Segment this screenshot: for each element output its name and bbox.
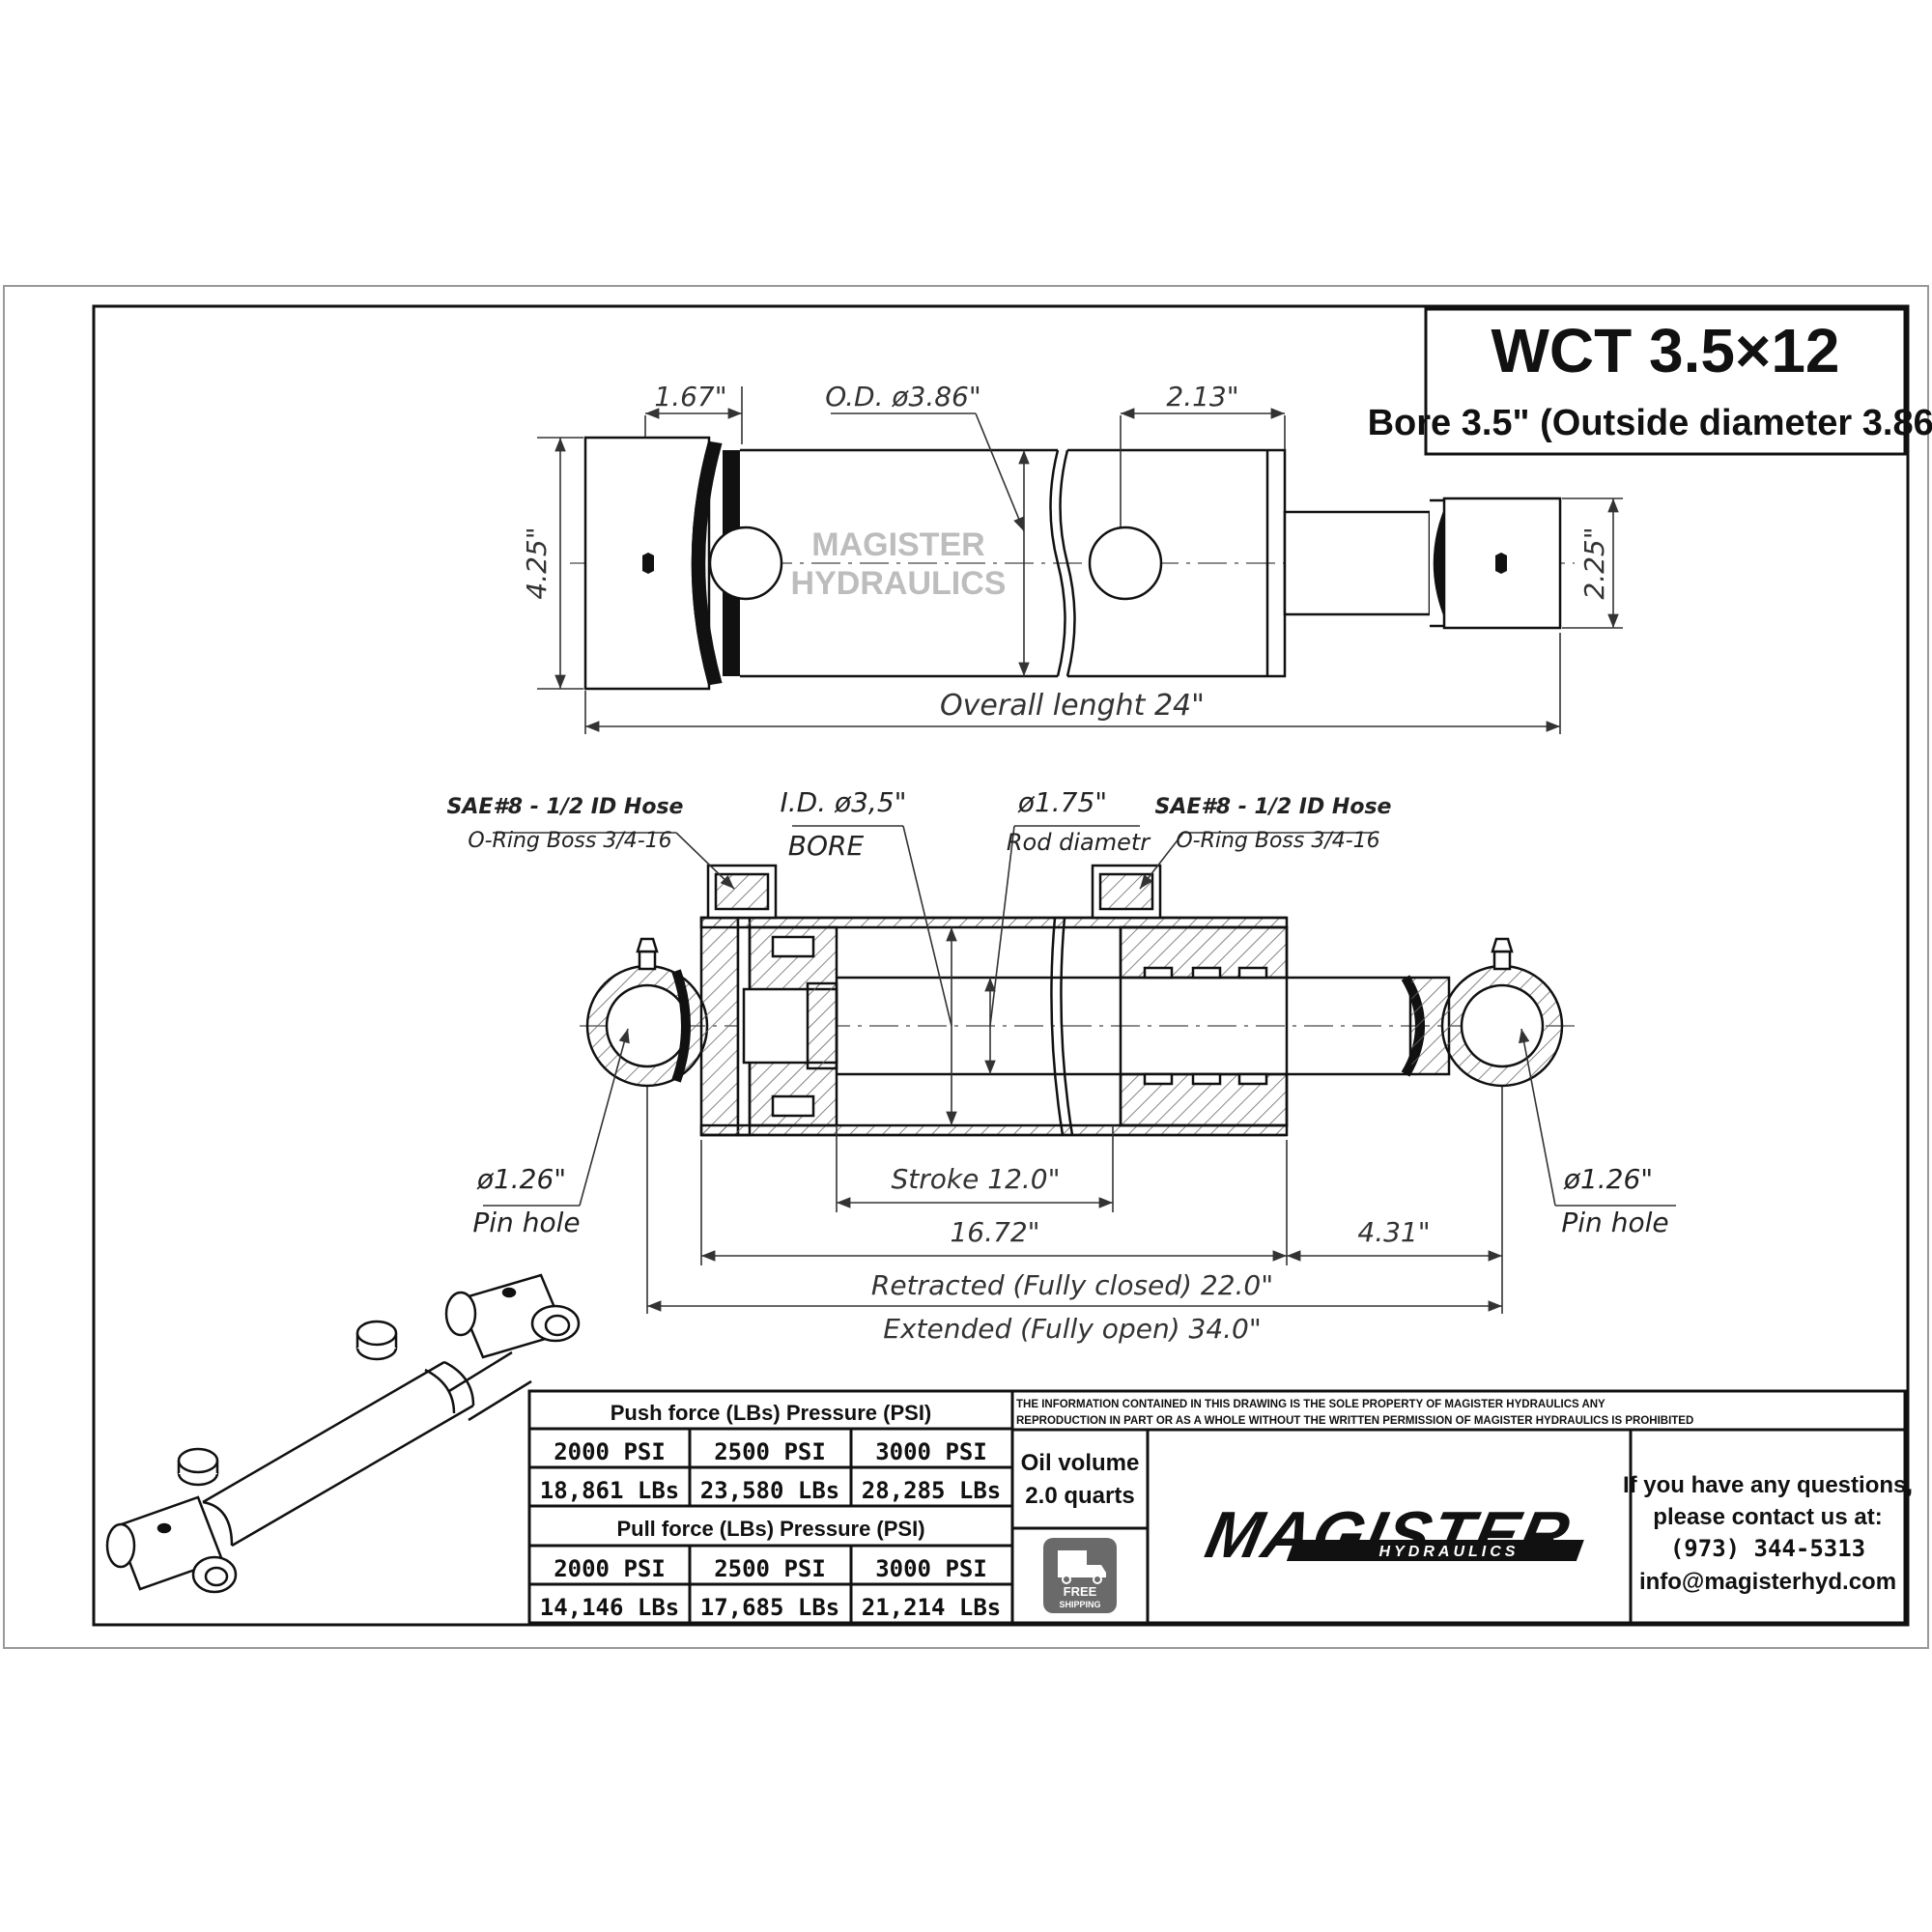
bore-label: BORE <box>788 830 865 862</box>
model-subtitle: Bore 3.5" (Outside diameter 3.86") <box>1368 403 1932 443</box>
push-force-2500: 23,580 LBs <box>700 1477 840 1504</box>
model-title: WCT 3.5×12 <box>1491 316 1839 385</box>
pull-force-header: Pull force (LBs) Pressure (PSI) <box>616 1517 924 1541</box>
bore-id-dim: I.D. ø3,5" <box>780 786 906 818</box>
rod-dim: ø1.75" <box>1017 786 1107 818</box>
push-force-3000: 28,285 LBs <box>862 1477 1002 1504</box>
port-right-thread: O-Ring Boss 3/4-16 <box>1176 829 1379 853</box>
pull-force-2000: 14,146 LBs <box>540 1594 680 1621</box>
watermark-line1: MAGISTER <box>811 526 984 563</box>
pull-pressure-2500: 2500 PSI <box>714 1555 826 1582</box>
badge-line2: SHIPPING <box>1059 1600 1100 1609</box>
dim-height: 4.25" <box>521 526 553 599</box>
rod-extension-dim: 4.31" <box>1357 1216 1430 1248</box>
force-tables <box>527 1389 1907 1625</box>
title-block: WCT 3.5×12 Bore 3.5" (Outside diameter 3… <box>1368 307 1932 456</box>
push-force-2000: 18,861 LBs <box>540 1477 680 1504</box>
top-view-dimensions <box>537 386 1623 734</box>
pin-left-dim: ø1.26" <box>476 1163 566 1195</box>
magister-logo: MAGISTER HYDRAULICS <box>1200 1498 1584 1572</box>
isometric-sketch <box>105 1273 581 1594</box>
pull-force-2500: 17,685 LBs <box>700 1594 840 1621</box>
port-left-spec: SAE#8 - 1/2 ID Hose <box>447 795 684 819</box>
pin-right-label: Pin hole <box>1561 1207 1668 1238</box>
oil-volume-value: 2.0 quarts <box>1025 1483 1134 1509</box>
notice-line2: REPRODUCTION IN PART OR AS A WHOLE WITHO… <box>1016 1415 1693 1427</box>
pull-force-3000: 21,214 LBs <box>862 1594 1002 1621</box>
pull-pressure-2000: 2000 PSI <box>554 1555 666 1582</box>
push-force-header: Push force (LBs) Pressure (PSI) <box>611 1401 932 1425</box>
port-right-spec: SAE#8 - 1/2 ID Hose <box>1155 795 1392 819</box>
notice-line1: THE INFORMATION CONTAINED IN THIS DRAWIN… <box>1016 1399 1605 1410</box>
pin-right-dim: ø1.26" <box>1563 1163 1653 1195</box>
push-pressure-2000: 2000 PSI <box>554 1438 666 1465</box>
free-shipping-badge: FREE SHIPPING <box>1043 1538 1117 1613</box>
port-left-thread: O-Ring Boss 3/4-16 <box>468 829 671 853</box>
dim-outside-diameter: O.D. ø3.86" <box>825 381 981 412</box>
outer-frame <box>3 285 1929 1649</box>
badge-line1: FREE <box>1064 1584 1097 1599</box>
contact-line2: please contact us at: <box>1653 1504 1882 1530</box>
pull-pressure-3000: 3000 PSI <box>875 1555 987 1582</box>
dim-pin-offset: 2.13" <box>1166 381 1238 412</box>
pin-left-label: Pin hole <box>472 1207 580 1238</box>
contact-line1: If you have any questions, <box>1623 1472 1913 1498</box>
drawing-border <box>92 304 1910 1627</box>
watermark-line2: HYDRAULICS <box>791 565 1007 602</box>
rod-label: Rod diametr <box>1007 829 1151 856</box>
logo-sub: HYDRAULICS <box>1379 1544 1520 1560</box>
top-view <box>570 436 1575 691</box>
dim-overall-length: Overall lenght 24" <box>940 689 1205 723</box>
oil-volume-label: Oil volume <box>1021 1450 1140 1476</box>
contact-phone[interactable]: (973) 344-5313 <box>1670 1535 1865 1562</box>
stroke-dim: Stroke 12.0" <box>892 1163 1061 1195</box>
extended-length: Extended (Fully open) 34.0" <box>883 1313 1261 1345</box>
section-dimensions <box>483 825 1676 1314</box>
dim-rod-end-height: 2.25" <box>1578 526 1610 599</box>
section-view <box>580 864 1575 1137</box>
contact-email[interactable]: info@magisterhyd.com <box>1639 1569 1896 1595</box>
push-pressure-3000: 3000 PSI <box>875 1438 987 1465</box>
dim-cap-length: 1.67" <box>654 381 726 412</box>
body-length-dim: 16.72" <box>950 1216 1039 1248</box>
push-pressure-2500: 2500 PSI <box>714 1438 826 1465</box>
retracted-length: Retracted (Fully closed) 22.0" <box>871 1269 1273 1301</box>
